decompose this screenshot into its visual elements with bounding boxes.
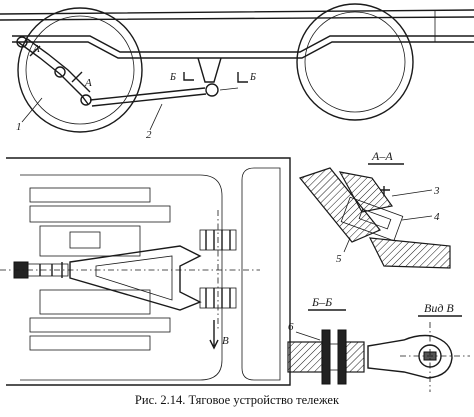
view-b-title: Вид В	[424, 301, 454, 315]
section-bb: Б–Б 6	[287, 295, 365, 385]
axle-block	[29, 335, 151, 351]
coupling-bolts	[39, 262, 63, 278]
pin-joint	[80, 94, 92, 106]
callout-leaders	[21, 97, 163, 131]
frame-lower-chord	[12, 35, 474, 53]
frame-top-rail	[0, 9, 474, 21]
view-b: Вид В	[367, 301, 470, 392]
wheel-left	[17, 7, 143, 133]
section-bb-bolt	[337, 329, 347, 385]
view-b-lever-end	[367, 334, 453, 379]
section-aa-body-bottom	[368, 237, 451, 269]
section-aa-title: А–А	[371, 149, 393, 163]
axle-block	[39, 289, 151, 315]
section-aa-pin	[340, 196, 404, 242]
triangular-lever	[69, 245, 202, 311]
section-bb-right-block	[345, 341, 365, 373]
view-arrow	[209, 320, 219, 350]
wheel-left-rim	[25, 15, 135, 125]
section-bb-left-block	[287, 341, 323, 373]
tie-rod-tail	[219, 87, 239, 91]
tie-rod-end	[205, 83, 219, 97]
section-mark-b-2: Б	[249, 72, 256, 83]
guide-upper	[199, 229, 237, 251]
section-mark-b-1: Б	[169, 72, 176, 83]
section-mark-a-2: A	[84, 77, 92, 89]
plan-side-box	[241, 167, 281, 381]
section-bb-leader	[295, 331, 321, 341]
wheel-right	[296, 3, 414, 121]
tie-rod-2	[89, 87, 207, 107]
guide-lower-lines	[205, 288, 231, 308]
center-hanger	[197, 57, 222, 83]
section-bb-spacer	[329, 343, 339, 371]
view-arrow-label: В	[222, 335, 229, 347]
callout-4: 4	[434, 211, 440, 223]
lever-1b	[25, 37, 91, 93]
callout-6: 6	[288, 321, 294, 333]
axle-block	[29, 187, 151, 203]
lever-1	[17, 41, 89, 105]
wheel-right-rim	[304, 11, 406, 113]
plan-view: В	[0, 157, 291, 386]
axle-window	[69, 231, 101, 249]
section-aa-nut	[380, 186, 390, 196]
callout-5: 5	[336, 253, 342, 265]
section-aa: А–А 3 4 5	[298, 149, 451, 269]
section-aa-cut	[29, 45, 83, 83]
axle-block	[29, 317, 171, 333]
pin-joint	[54, 66, 66, 78]
plan-inner-outline	[20, 174, 223, 381]
section-bb-bolt	[321, 329, 331, 385]
callout-1: 1	[16, 121, 22, 133]
section-aa-body-left	[298, 167, 381, 243]
figure-caption: Рис. 2.14. Тяговое устройство тележек	[134, 393, 340, 407]
section-bb-title: Б–Б	[311, 295, 332, 309]
section-mark-a-1: A	[32, 43, 40, 55]
elevation-view: A A Б Б 1 2	[0, 3, 474, 141]
guide-upper-lines	[205, 230, 231, 250]
callout-3: 3	[433, 185, 440, 197]
pin-joint	[16, 36, 28, 48]
section-aa-leaders	[343, 189, 433, 253]
axle-block	[29, 205, 171, 223]
view-b-centerlines	[400, 322, 470, 392]
axle-block	[39, 225, 141, 257]
section-aa-bushing	[358, 208, 392, 230]
triangular-lever-inner	[95, 255, 173, 301]
section-bb-cut	[183, 72, 248, 83]
plan-outline	[6, 157, 291, 386]
frame-lower-chord-2	[12, 41, 474, 59]
callout-2: 2	[146, 129, 152, 141]
